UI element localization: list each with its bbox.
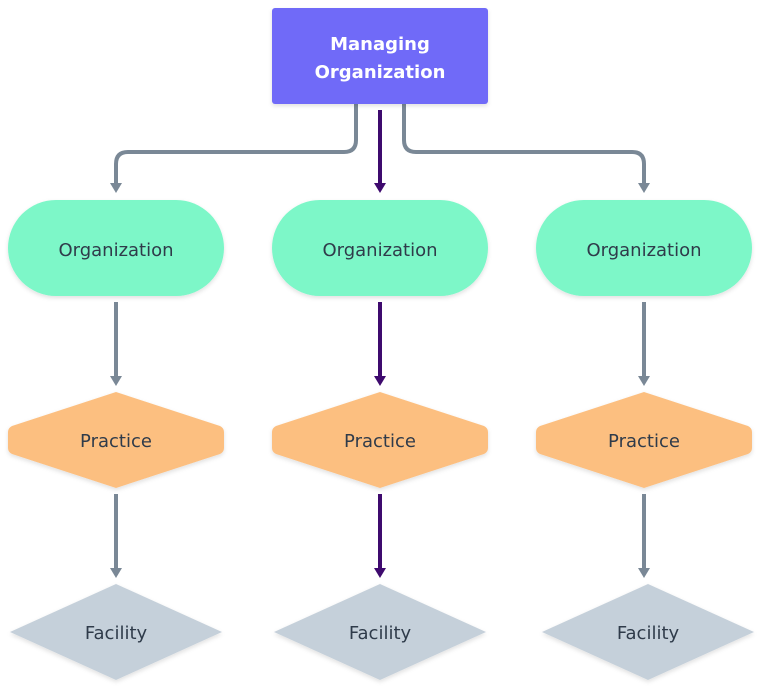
arrowhead-icon bbox=[110, 183, 122, 193]
organization-label: Organization bbox=[586, 240, 701, 261]
arrowhead-icon bbox=[638, 568, 650, 578]
edge-organization-to-practice-2 bbox=[374, 302, 386, 386]
practice-label: Practice bbox=[80, 431, 152, 452]
edges bbox=[110, 104, 650, 578]
arrowhead-icon bbox=[374, 376, 386, 386]
arrowhead-icon bbox=[374, 568, 386, 578]
facility-shape bbox=[10, 584, 222, 680]
managing-organization-shape bbox=[272, 8, 488, 104]
managing-organization-label: Organization bbox=[315, 62, 446, 83]
facility-node-1[interactable]: Facility bbox=[10, 584, 222, 680]
arrowhead-icon bbox=[110, 568, 122, 578]
facility-node-2[interactable]: Facility bbox=[274, 584, 486, 680]
organization-shape bbox=[272, 200, 488, 296]
practice-shape bbox=[272, 392, 488, 488]
arrowhead-icon bbox=[638, 376, 650, 386]
arrowhead-icon bbox=[374, 183, 386, 193]
facility-label: Facility bbox=[349, 623, 412, 644]
organization-node-2[interactable]: Organization bbox=[272, 200, 488, 296]
edge-root-to-organization-2 bbox=[374, 110, 386, 193]
practice-node-2[interactable]: Practice bbox=[272, 392, 488, 488]
facility-node-3[interactable]: Facility bbox=[542, 584, 754, 680]
edge-organization-to-practice-3 bbox=[638, 302, 650, 386]
practice-label: Practice bbox=[344, 431, 416, 452]
organization-shape bbox=[8, 200, 224, 296]
organization-label: Organization bbox=[58, 240, 173, 261]
edge-practice-to-facility-2 bbox=[374, 494, 386, 578]
edge-root-to-organization-3 bbox=[402, 104, 650, 193]
facility-label: Facility bbox=[617, 623, 680, 644]
arrowhead-icon bbox=[110, 376, 122, 386]
organization-node-3[interactable]: Organization bbox=[536, 200, 752, 296]
nodes: ManagingOrganizationOrganizationPractice… bbox=[8, 8, 754, 680]
practice-node-3[interactable]: Practice bbox=[536, 392, 752, 488]
edge-organization-to-practice-1 bbox=[110, 302, 122, 386]
facility-shape bbox=[274, 584, 486, 680]
organization-shape bbox=[536, 200, 752, 296]
facility-shape bbox=[542, 584, 754, 680]
organization-node-1[interactable]: Organization bbox=[8, 200, 224, 296]
organization-label: Organization bbox=[322, 240, 437, 261]
edge-practice-to-facility-1 bbox=[110, 494, 122, 578]
practice-shape bbox=[536, 392, 752, 488]
practice-label: Practice bbox=[608, 431, 680, 452]
facility-label: Facility bbox=[85, 623, 148, 644]
managing-organization-label: Managing bbox=[330, 34, 430, 55]
practice-node-1[interactable]: Practice bbox=[8, 392, 224, 488]
edge-practice-to-facility-3 bbox=[638, 494, 650, 578]
edge-root-to-organization-1 bbox=[110, 104, 358, 193]
practice-shape bbox=[8, 392, 224, 488]
arrowhead-icon bbox=[638, 183, 650, 193]
